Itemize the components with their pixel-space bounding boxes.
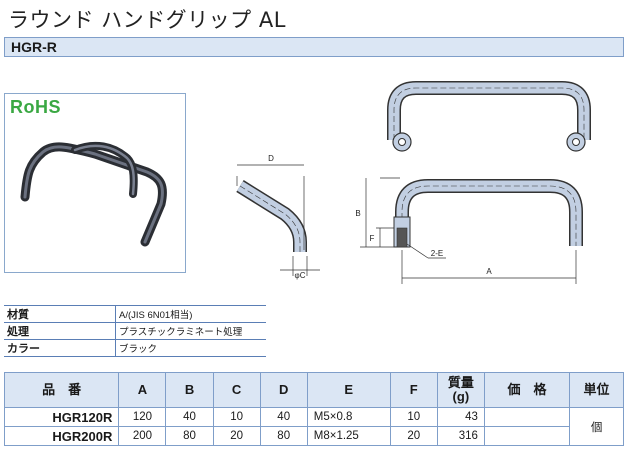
technical-drawing: D φC B F 2-E A: [236, 81, 591, 284]
material-key: 材質: [4, 305, 116, 323]
dim-label-b: B: [355, 209, 360, 218]
table-row: HGR120R 120 40 10 40 M5×0.8 10 43 個: [3, 407, 624, 446]
cell-d: 80: [259, 426, 308, 446]
side-view: D φC: [236, 154, 320, 280]
header-a: A: [118, 372, 167, 408]
treatment-key: 処理: [4, 322, 116, 340]
dim-label-a: A: [486, 267, 492, 276]
header-b: B: [165, 372, 214, 408]
cell-price: [483, 426, 571, 446]
material-row: 材質 A/(JIS 6N01相当): [4, 305, 266, 323]
header-f: F: [389, 372, 438, 408]
dim-label-2e: 2-E: [431, 249, 443, 258]
header-c: C: [212, 372, 261, 408]
spec-header-row: 品 番 A B C D E F 質量(g) 価 格 単位: [3, 372, 624, 408]
cell-d: 40: [259, 407, 308, 427]
treatment-value: プラスチックラミネート処理: [115, 322, 266, 340]
treatment-row: 処理 プラスチックラミネート処理: [4, 322, 266, 340]
front-view: B F 2-E A: [355, 177, 583, 284]
cell-mass: 43: [436, 407, 485, 427]
top-view: [387, 81, 591, 152]
cell-part: HGR120R: [3, 407, 120, 427]
rohs-mark: RoHS: [10, 97, 61, 117]
spec-table: 品 番 A B C D E F 質量(g) 価 格 単位 HGR120R 120…: [3, 372, 624, 446]
color-row: カラー ブラック: [4, 339, 266, 357]
cell-c: 20: [212, 426, 261, 446]
material-table: 材質 A/(JIS 6N01相当) 処理 プラスチックラミネート処理 カラー ブ…: [4, 305, 266, 357]
cell-e: M5×0.8: [306, 407, 391, 427]
cell-mass: 316: [436, 426, 485, 446]
dim-label-f: F: [370, 234, 375, 243]
header-mass-unit: (g): [452, 389, 470, 404]
cell-b: 40: [165, 407, 214, 427]
material-value: A/(JIS 6N01相当): [115, 305, 266, 323]
table-row: HGR200R 200 80 20 80 M8×1.25 20 316: [3, 426, 624, 446]
cell-a: 120: [118, 407, 167, 427]
header-e: E: [306, 372, 391, 408]
product-photo: [20, 141, 167, 247]
header-unit: 単位: [569, 372, 624, 408]
color-value: ブラック: [115, 339, 266, 357]
cell-f: 10: [389, 407, 438, 427]
color-key: カラー: [4, 339, 116, 357]
cell-unit: 個: [569, 407, 624, 446]
page-title: ラウンド ハンドグリップ AL: [8, 8, 286, 32]
dim-label-d: D: [268, 154, 274, 163]
cell-part: HGR200R: [3, 426, 120, 446]
cell-b: 80: [165, 426, 214, 446]
header-mass-label: 質量: [447, 375, 474, 390]
cell-f: 20: [389, 426, 438, 446]
header-price: 価 格: [483, 372, 571, 408]
header-mass: 質量(g): [436, 372, 485, 408]
header-d: D: [259, 372, 308, 408]
model-code: HGR-R: [11, 39, 57, 55]
cell-a: 200: [118, 426, 167, 446]
cell-price: [483, 407, 571, 427]
product-photo-frame: [4, 93, 186, 273]
dim-label-phi-c: φC: [295, 271, 306, 280]
cell-c: 10: [212, 407, 261, 427]
header-part: 品 番: [3, 372, 120, 408]
cell-e: M8×1.25: [306, 426, 391, 446]
model-bar: HGR-R: [4, 37, 624, 57]
